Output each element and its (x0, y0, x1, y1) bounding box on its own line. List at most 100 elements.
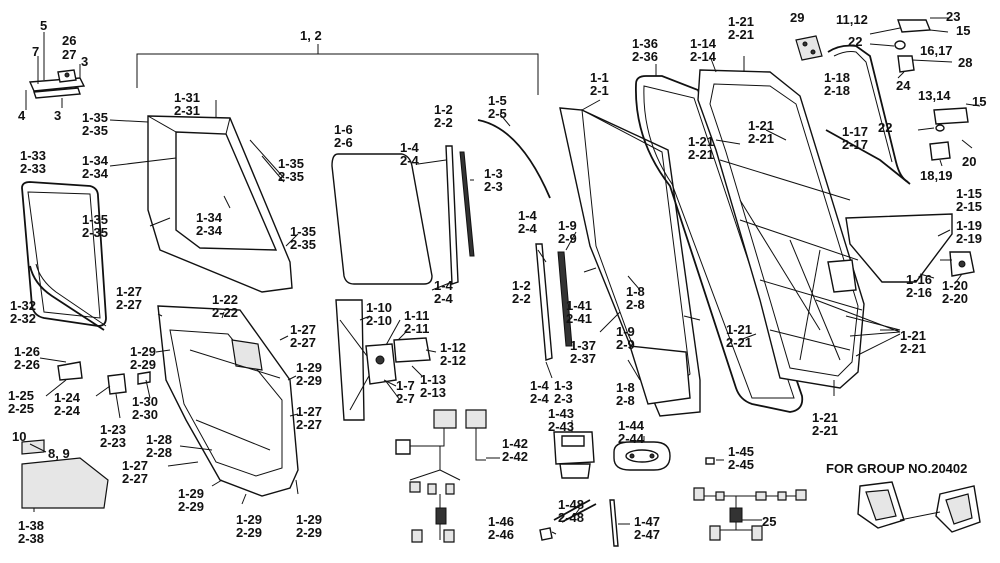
callout-label: 3 (81, 54, 88, 69)
callout-label: 29 (790, 10, 804, 25)
glass-channels (445, 119, 551, 285)
leader-lines (29, 17, 981, 535)
wiring-harness-1-42 (395, 409, 487, 543)
rear-door-frame (147, 115, 293, 293)
clip-1-45 (705, 457, 715, 465)
strip-1-17 (825, 129, 911, 185)
frame-seal-1-36 (635, 75, 804, 413)
callout-label: 27 (62, 47, 76, 62)
door-glass (331, 153, 433, 285)
switch-1-43 (553, 431, 595, 479)
assembly-bracket (136, 44, 539, 95)
callout-label: 28 (958, 55, 972, 70)
callout-label: 11,12 (836, 12, 868, 27)
callout-label: 8, 9 (48, 446, 70, 461)
callout-label: 18,19 (920, 168, 953, 183)
callout-label: 10 (12, 429, 26, 444)
group-note: FOR GROUP NO.20402 (826, 461, 967, 476)
callout-label: 5 (40, 18, 47, 33)
callout-label: 7 (32, 44, 39, 59)
callout-label: 13,14 (918, 88, 951, 103)
main-door-1-14 (697, 69, 865, 389)
mat-1-38 (21, 457, 109, 509)
callout-label: 1, 2 (300, 28, 322, 43)
seal-1-18 (827, 44, 909, 183)
fasteners-bottom (539, 499, 619, 547)
callout-label: 22 (848, 34, 862, 49)
latch-1-19 (949, 251, 975, 277)
window-regulator (335, 299, 431, 421)
callout-label: 26 (62, 33, 76, 48)
grommet-1-44 (613, 441, 671, 471)
wiring-harness-25 (693, 487, 807, 541)
inner-trim-panel (157, 305, 299, 497)
callout-label: 24 (896, 78, 911, 93)
callout-label: 25 (762, 514, 776, 529)
door-frame-1-1 (559, 107, 701, 417)
side-cover-1-15 (845, 213, 953, 283)
callout-label: 15 (956, 23, 970, 38)
callout-label: 16,17 (920, 43, 953, 58)
callout-label: 23 (946, 9, 960, 24)
lower-channel (535, 243, 573, 361)
hinge-bracket-parts (25, 32, 86, 110)
callout-label: 3 (54, 108, 61, 123)
